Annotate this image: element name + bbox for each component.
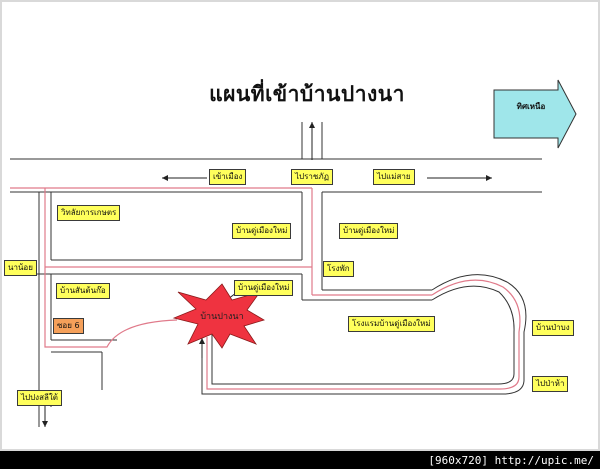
east-loop-road — [201, 274, 527, 395]
target-burst — [172, 283, 265, 349]
road-map — [10, 79, 577, 427]
label-pai-pong-sali: ไปปงสลีใต้ — [17, 390, 62, 406]
label-pai-pa-ha: ไปป่าห้า — [532, 376, 569, 392]
footer-credit: [960x720] http://upic.me/ — [428, 454, 594, 467]
label-ban-pa-bong: บ้านป่าบง — [532, 320, 574, 336]
label-ban-du-2: บ้านดู่เมืองใหม่ — [339, 223, 399, 239]
label-khao-mueang: เข้าเมือง — [209, 169, 247, 185]
label-soi-6: ซอย 6 — [53, 318, 84, 334]
north-arrow-shape — [493, 79, 577, 149]
label-ban-du-1: บ้านดู่เมืองใหม่ — [232, 223, 292, 239]
label-ban-du-3: บ้านดู่เมืองใหม่ — [234, 280, 294, 296]
label-pai-rajabhat: ไปราชภัฏ — [291, 169, 333, 185]
label-pai-mae-sai: ไปแม่สาย — [373, 169, 415, 185]
target-label: บ้านปางนา — [200, 312, 244, 322]
label-rongphak: โรงพัก — [323, 261, 354, 277]
label-ban-san-ton-kho: บ้านสันต้นก๊อ — [56, 283, 110, 299]
label-rongraem: โรงแรมบ้านดู่เมืองใหม่ — [348, 316, 435, 332]
map-frame: แผนที่เข้าบ้านปางนา ทิศเหนือ บ้านปางนา เ… — [0, 0, 600, 451]
page-title: แผนที่เข้าบ้านปางนา — [209, 81, 405, 106]
label-witthayalai-kaset: วิทลัยการเกษตร — [57, 205, 121, 221]
label-na-noi: นาน้อย — [4, 260, 37, 276]
north-label: ทิศเหนือ — [516, 102, 546, 111]
